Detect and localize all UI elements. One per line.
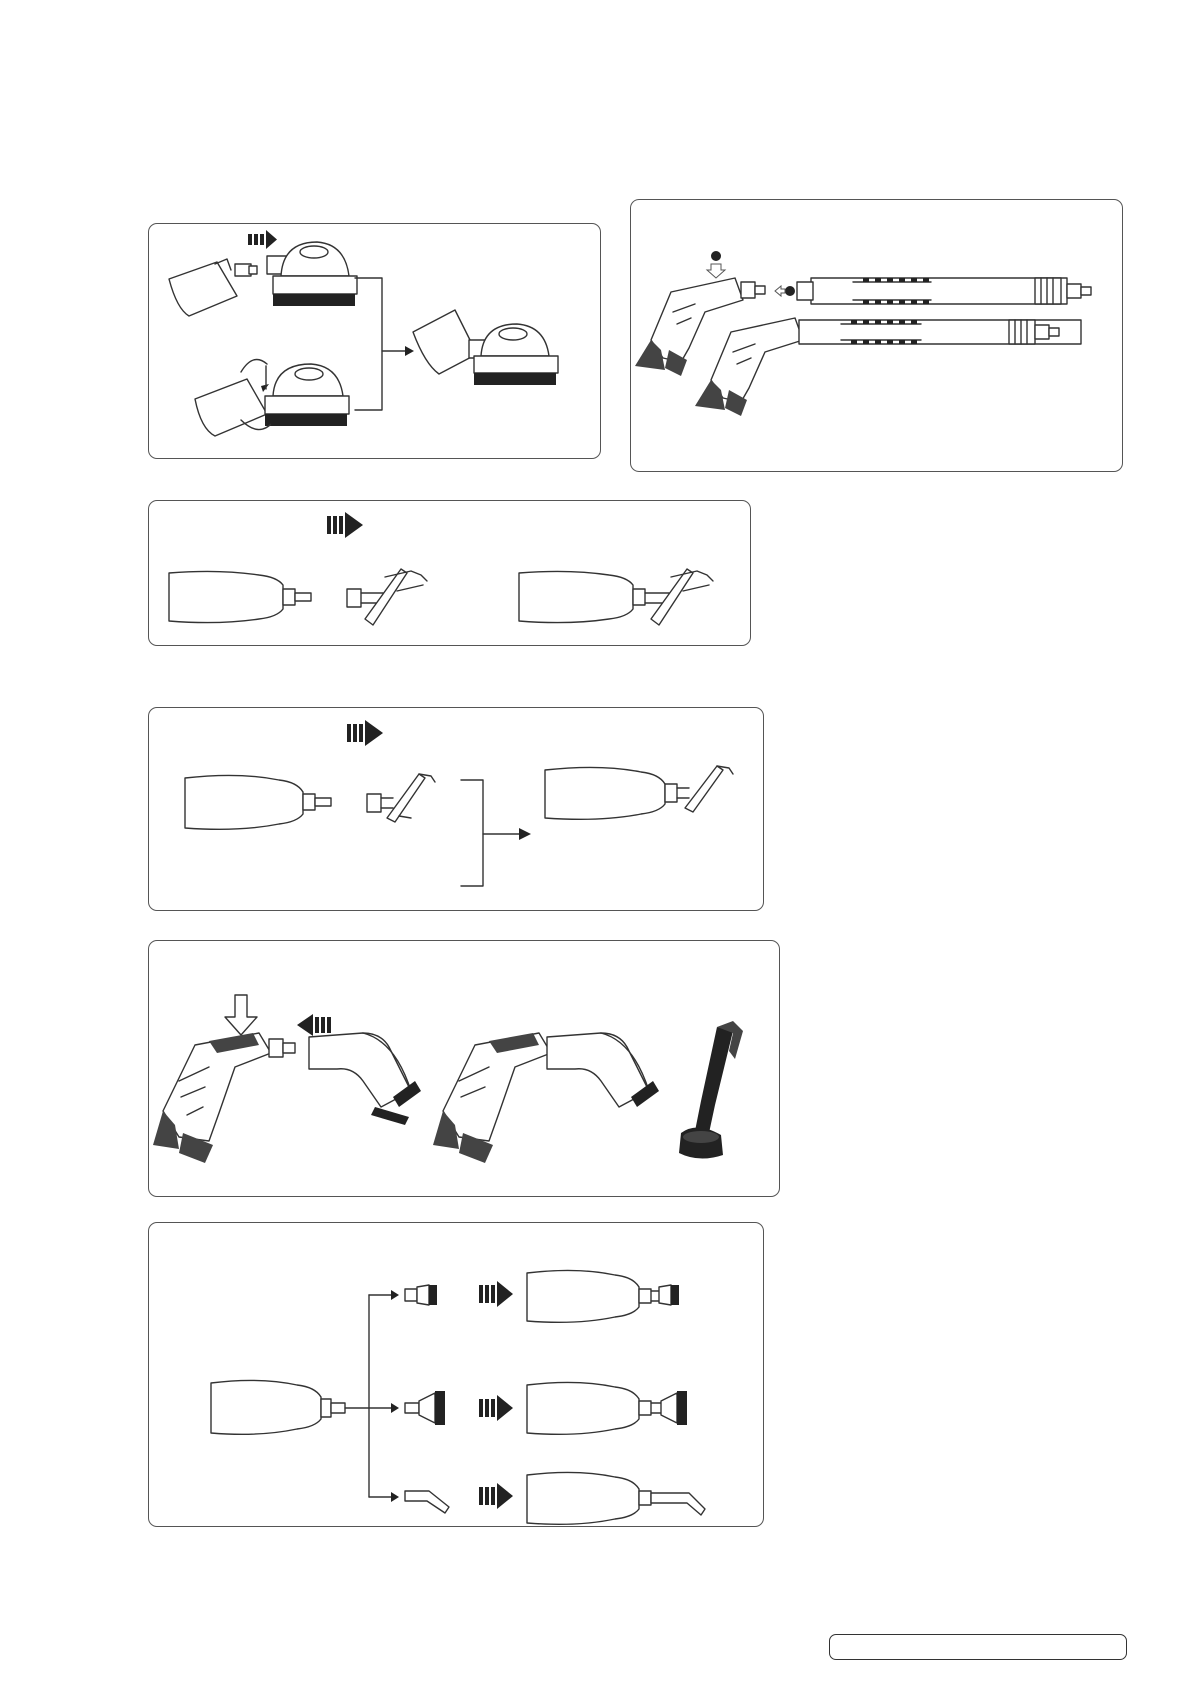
steam-nozzle-source — [211, 1380, 345, 1434]
small-brush-attached — [527, 1270, 679, 1322]
footer-box — [829, 1634, 1127, 1660]
push-arrow-icon — [479, 1395, 513, 1421]
flat-scraper-attached — [545, 766, 733, 819]
figure-nozzle-attachments — [148, 1222, 764, 1527]
brush-top — [267, 242, 357, 306]
brush-attached — [413, 310, 558, 385]
step-1-icon — [707, 251, 725, 278]
figure-flat-scraper-attach — [148, 707, 764, 911]
steam-gun-lower — [695, 318, 803, 416]
squeegee-photo — [679, 1021, 743, 1159]
angled-nozzle-attached — [527, 1472, 705, 1524]
figure-window-squeegee-attach — [148, 940, 780, 1197]
steam-nozzle-top — [169, 259, 257, 316]
step-2-icon — [775, 286, 795, 296]
bracket-connector — [355, 278, 414, 410]
steam-nozzle-left — [169, 571, 311, 622]
scraper-attached — [519, 569, 713, 625]
brush-attach-illustration — [149, 224, 602, 460]
press-arrow-icon — [225, 995, 257, 1035]
wide-brush-attached — [527, 1382, 687, 1434]
push-arrow-icon — [347, 720, 383, 746]
angled-nozzle — [405, 1491, 449, 1513]
steam-gun-2 — [433, 1033, 551, 1163]
wide-brush-nozzle — [405, 1391, 445, 1425]
steam-nozzle-left — [185, 775, 331, 829]
nozzle-attachments-illustration — [149, 1223, 765, 1528]
flat-scraper-illustration — [149, 708, 765, 912]
push-arrow-icon — [479, 1281, 513, 1307]
extension-tube-upper — [797, 278, 1091, 304]
bracket-connector — [461, 780, 531, 886]
extension-tube-lower — [799, 320, 1081, 344]
small-brush-nozzle — [405, 1285, 437, 1305]
push-arrow-icon — [479, 1483, 513, 1509]
steam-nozzle-bottom — [195, 379, 267, 436]
scraper-tool — [347, 569, 427, 625]
window-squeegee-illustration — [149, 941, 781, 1198]
window-squeegee — [309, 1033, 421, 1125]
figure-extension-tube-attach — [630, 199, 1123, 472]
figure-brush-attach — [148, 223, 601, 459]
steam-gun-1 — [153, 1033, 295, 1163]
flat-scraper-tool — [367, 774, 435, 822]
push-arrow-icon — [327, 512, 363, 538]
figure-scraper-attach — [148, 500, 751, 646]
push-arrow-icon — [297, 1014, 331, 1036]
brush-bottom — [265, 364, 349, 426]
scraper-attach-illustration — [149, 501, 752, 647]
extension-tube-illustration — [631, 200, 1124, 473]
push-arrow-icon — [248, 230, 277, 249]
window-squeegee-attached — [547, 1033, 659, 1107]
branch-connector — [345, 1290, 399, 1502]
